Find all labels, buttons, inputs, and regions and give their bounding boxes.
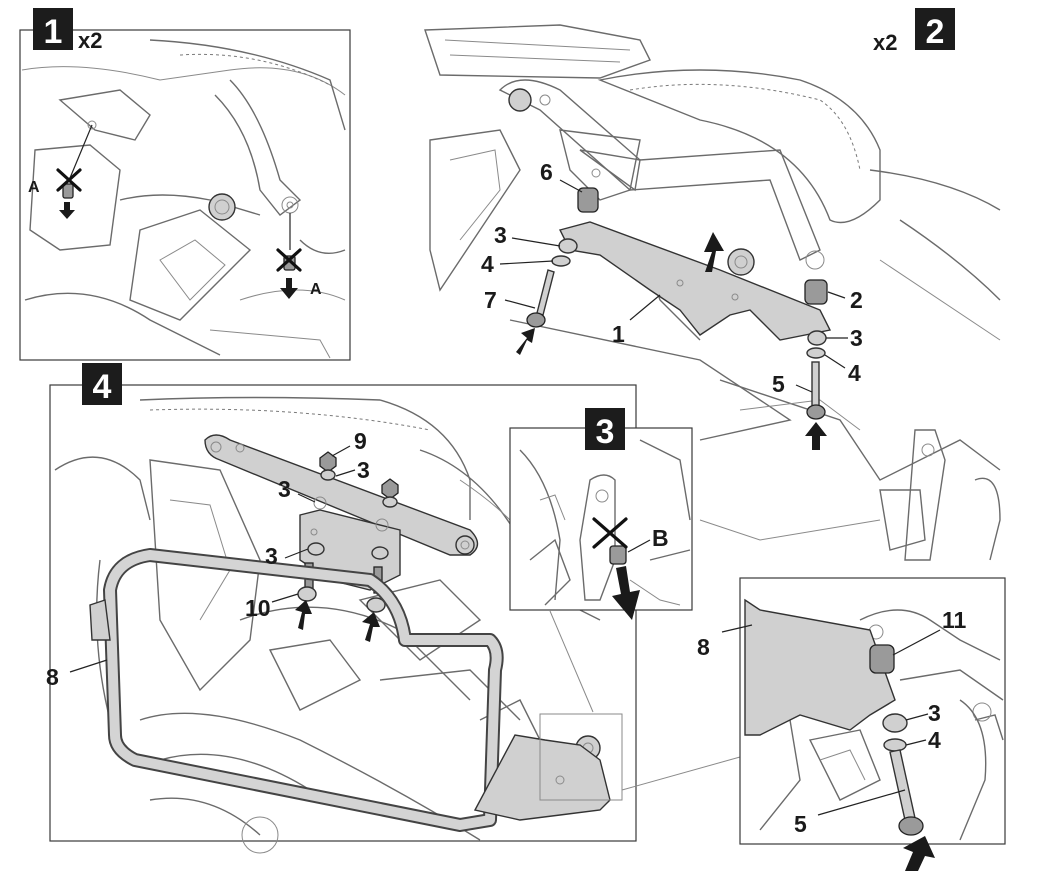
callout-6: 6 [540,159,553,185]
mounting-bracket-1 [558,221,832,341]
remove-arrow-icon [59,202,75,219]
insert-arrow-icon [805,422,827,450]
lift-arrow-icon [704,232,724,272]
lock-washer-4-right [806,347,826,359]
callout-10: 10 [245,595,271,621]
step-2-badge [915,8,955,50]
callout-8-detail: 8 [697,634,710,660]
panel-detail: 8 11 3 4 5 [697,577,1006,871]
insert-arrow-icon [903,836,935,871]
callout-9: 9 [354,428,367,454]
callout-3-low: 3 [265,543,278,569]
step-2-number: 2 [926,13,945,51]
panel-step-2: x2 2 6 3 4 7 1 [424,8,1001,561]
nut-9 [319,451,337,473]
step-3-number: 3 [596,413,615,451]
step-1-badge [33,8,73,50]
rail-bracket-8 [744,598,896,736]
spacer-2 [804,279,828,305]
zoom-connector-detail [621,756,741,791]
callout-3-right: 3 [850,325,863,351]
insert-arrow-icon [516,328,535,355]
bolt-7 [536,269,555,316]
callout-4: 4 [481,251,494,277]
washer-3-detail [882,713,908,733]
remove-arrow-icon [612,566,640,620]
callout-7: 7 [484,287,497,313]
callout-3: 3 [494,222,507,248]
grab-handle [204,434,479,556]
callout-4-right: 4 [848,360,861,386]
panel-step-3: 3 B [509,408,693,620]
removal-bolt-b [592,517,640,620]
washer-3-mid [313,496,327,510]
removal-bolt-a-left [56,124,93,219]
callout-11: 11 [942,607,967,633]
panel-2-motorcycle-sketch [424,24,1001,561]
panel-3-frame [509,427,693,611]
removal-bolt-a-right [276,213,302,299]
callout-a-left: A [28,179,40,196]
washer-3 [558,238,578,254]
callout-2: 2 [850,287,863,313]
spacer-11 [869,644,895,674]
callout-a-right: A [310,281,322,298]
callout-1: 1 [612,321,625,347]
lock-washer-4 [551,255,571,267]
side-case-rail-8 [89,548,611,832]
washer-3-low [307,542,325,556]
callout-3-mid: 3 [278,476,291,502]
step-4-number: 4 [93,368,112,406]
panel-3-sketch [519,439,691,606]
callout-3-top: 3 [357,457,370,483]
callout-3-detail: 3 [928,700,941,726]
callout-b: B [652,525,669,551]
spacer-6 [577,187,599,213]
step-1-number: 1 [44,13,63,51]
step-1-multiplier: x2 [78,28,102,53]
nut-9-right [381,478,399,500]
zoom-connector-3 [549,610,594,713]
step-4-badge [82,363,122,405]
washer-3-right [807,330,827,346]
panel-4-motorcycle-sketch [54,396,631,854]
insert-arrow-icon [295,600,312,630]
panel-1-motorcycle-sketch [21,39,346,359]
remove-arrow-icon [280,278,298,299]
washer-3-top [320,469,336,481]
callout-5-detail: 5 [794,811,807,837]
bolt-5 [811,361,820,408]
panel-step-1: 1 x2 A A [19,8,351,361]
insert-arrow-icon [362,612,380,642]
detail-zoom-box [539,713,623,801]
callout-5: 5 [772,371,785,397]
callout-4-detail: 4 [928,727,941,753]
callout-8: 8 [46,664,59,690]
lock-washer-4-detail [883,738,907,752]
step-3-badge [585,408,625,450]
step-2-multiplier: x2 [873,30,897,55]
